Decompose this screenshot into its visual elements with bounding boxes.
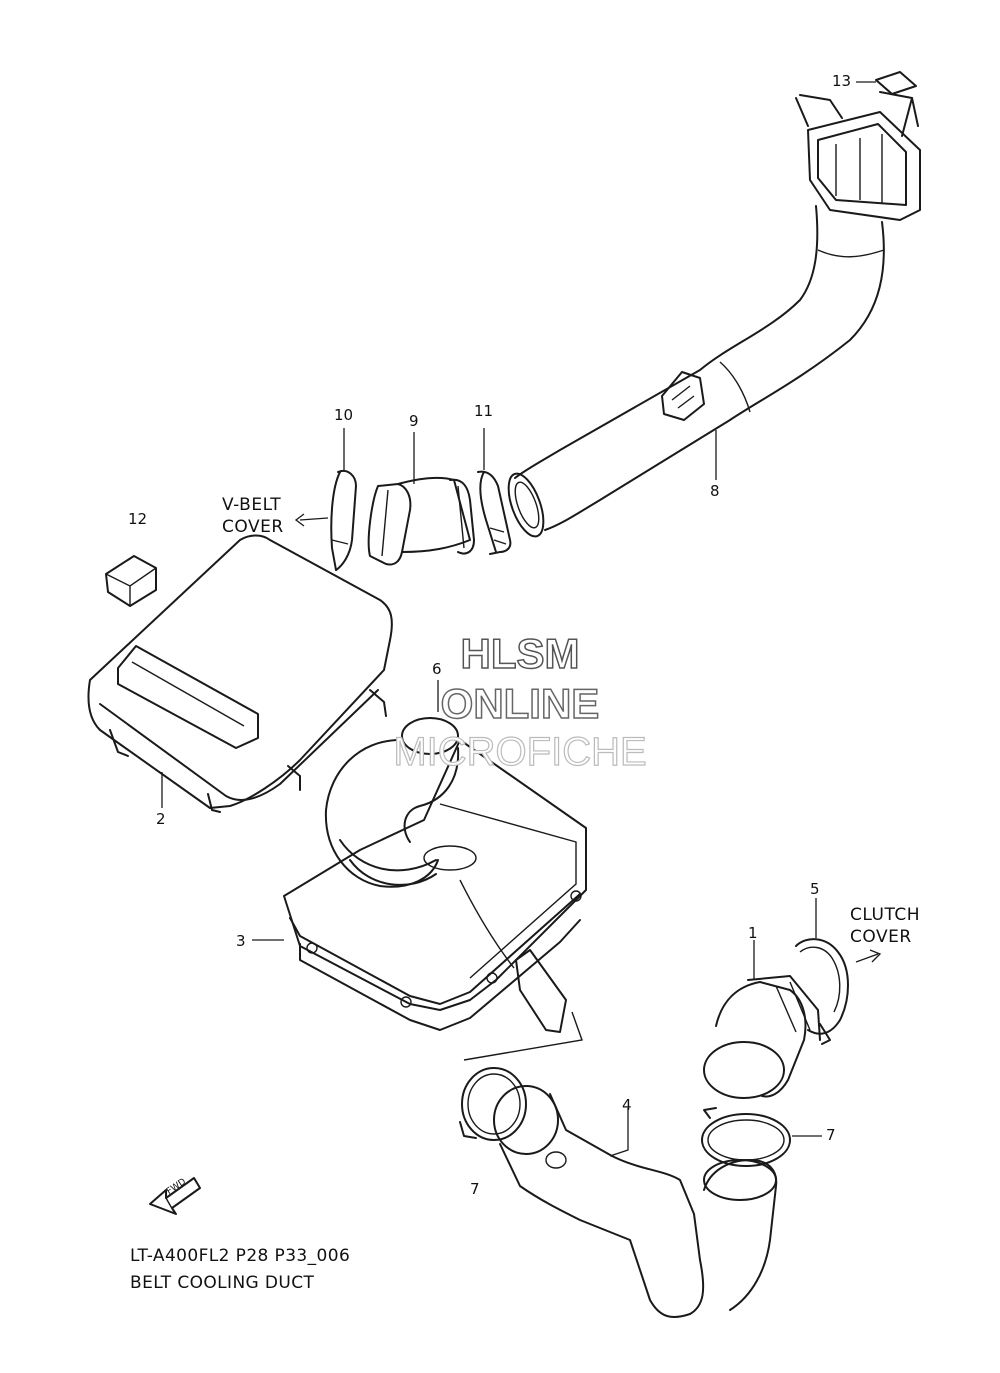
callout-12: 12 <box>128 510 148 528</box>
boot-part-1 <box>703 940 821 1099</box>
clutch-arrow <box>855 953 879 963</box>
callout-11: 11 <box>474 402 494 420</box>
diagram-title: BELT COOLING DUCT <box>130 1273 315 1293</box>
watermark-line1: HLSM <box>460 629 581 678</box>
clamp-part-10 <box>330 470 357 571</box>
callout-10: 10 <box>334 406 354 424</box>
callout-2: 2 <box>156 810 166 828</box>
diagram-code: LT-A400FL2 P28 P33_006 <box>130 1246 351 1266</box>
ring-part-5 <box>795 898 849 1045</box>
callout-7-right: 7 <box>826 1126 836 1144</box>
vbelt-arrow <box>299 517 329 521</box>
vbelt-note-line1: V-BELT <box>222 495 282 515</box>
callout-1: 1 <box>748 924 758 942</box>
callout-4: 4 <box>622 1096 632 1114</box>
vbelt-cover-note: V-BELT COVER <box>222 494 284 538</box>
callout-8: 8 <box>710 482 720 500</box>
callout-9: 9 <box>409 412 419 430</box>
clutch-note-line1: CLUTCH <box>850 905 920 925</box>
pad-part-12 <box>105 555 157 607</box>
clamp-part-7-right <box>701 1107 822 1167</box>
callout-13: 13 <box>832 72 852 90</box>
hidden-line <box>463 1011 583 1061</box>
case-part-3 <box>283 739 587 1033</box>
vbelt-note-line2: COVER <box>222 517 284 537</box>
callout-6: 6 <box>432 660 442 678</box>
joint-part-9 <box>367 476 475 566</box>
clamp-part-11 <box>477 470 512 555</box>
elbow-part-6 <box>324 680 460 888</box>
cover-part-2 <box>87 534 393 813</box>
clamp-part-7-left <box>459 1067 527 1141</box>
watermark-line3: MICROFICHE <box>393 729 648 774</box>
callout-5: 5 <box>810 880 820 898</box>
clutch-cover-note: CLUTCH COVER <box>850 904 920 948</box>
fwd-arrow-icon <box>149 1177 201 1215</box>
duct-part-8 <box>507 91 921 538</box>
watermark-line2: ONLINE <box>440 679 600 728</box>
callout-3: 3 <box>236 932 246 950</box>
callout-7-left: 7 <box>470 1180 480 1198</box>
pad-part-13 <box>856 71 917 95</box>
clutch-note-line2: COVER <box>850 927 912 947</box>
